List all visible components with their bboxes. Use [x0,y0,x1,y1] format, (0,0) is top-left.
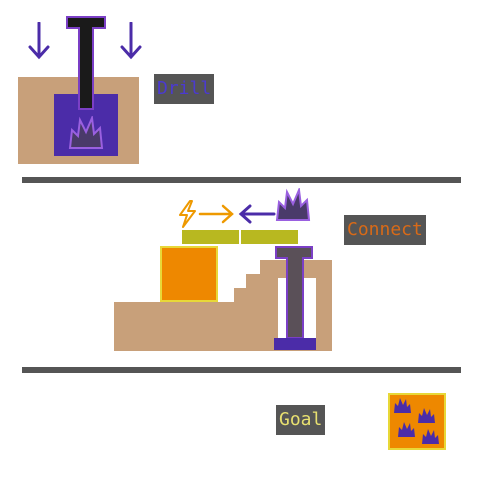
ore-crystal-icon [68,116,104,149]
divider-top [22,177,461,183]
drill-label: Drill [154,74,215,104]
arrow-down-icon [120,22,142,60]
lightning-icon [179,200,196,228]
arrow-down-icon [28,22,50,60]
conveyor-segment [241,230,298,244]
conveyor-segment [182,230,239,244]
drill-head [274,246,316,350]
arrow-right-icon [198,204,234,224]
orange-block [160,246,218,302]
ore-crystal-icon [275,188,311,221]
goal-label: Goal [276,405,326,435]
arrow-left-icon [238,204,276,224]
divider-bottom [22,367,461,373]
drill-head [66,16,106,110]
terrain [114,260,332,351]
ore-crystal-icon [394,398,439,444]
connect-label: Connect [344,215,426,245]
goal-ore-block [388,393,446,450]
